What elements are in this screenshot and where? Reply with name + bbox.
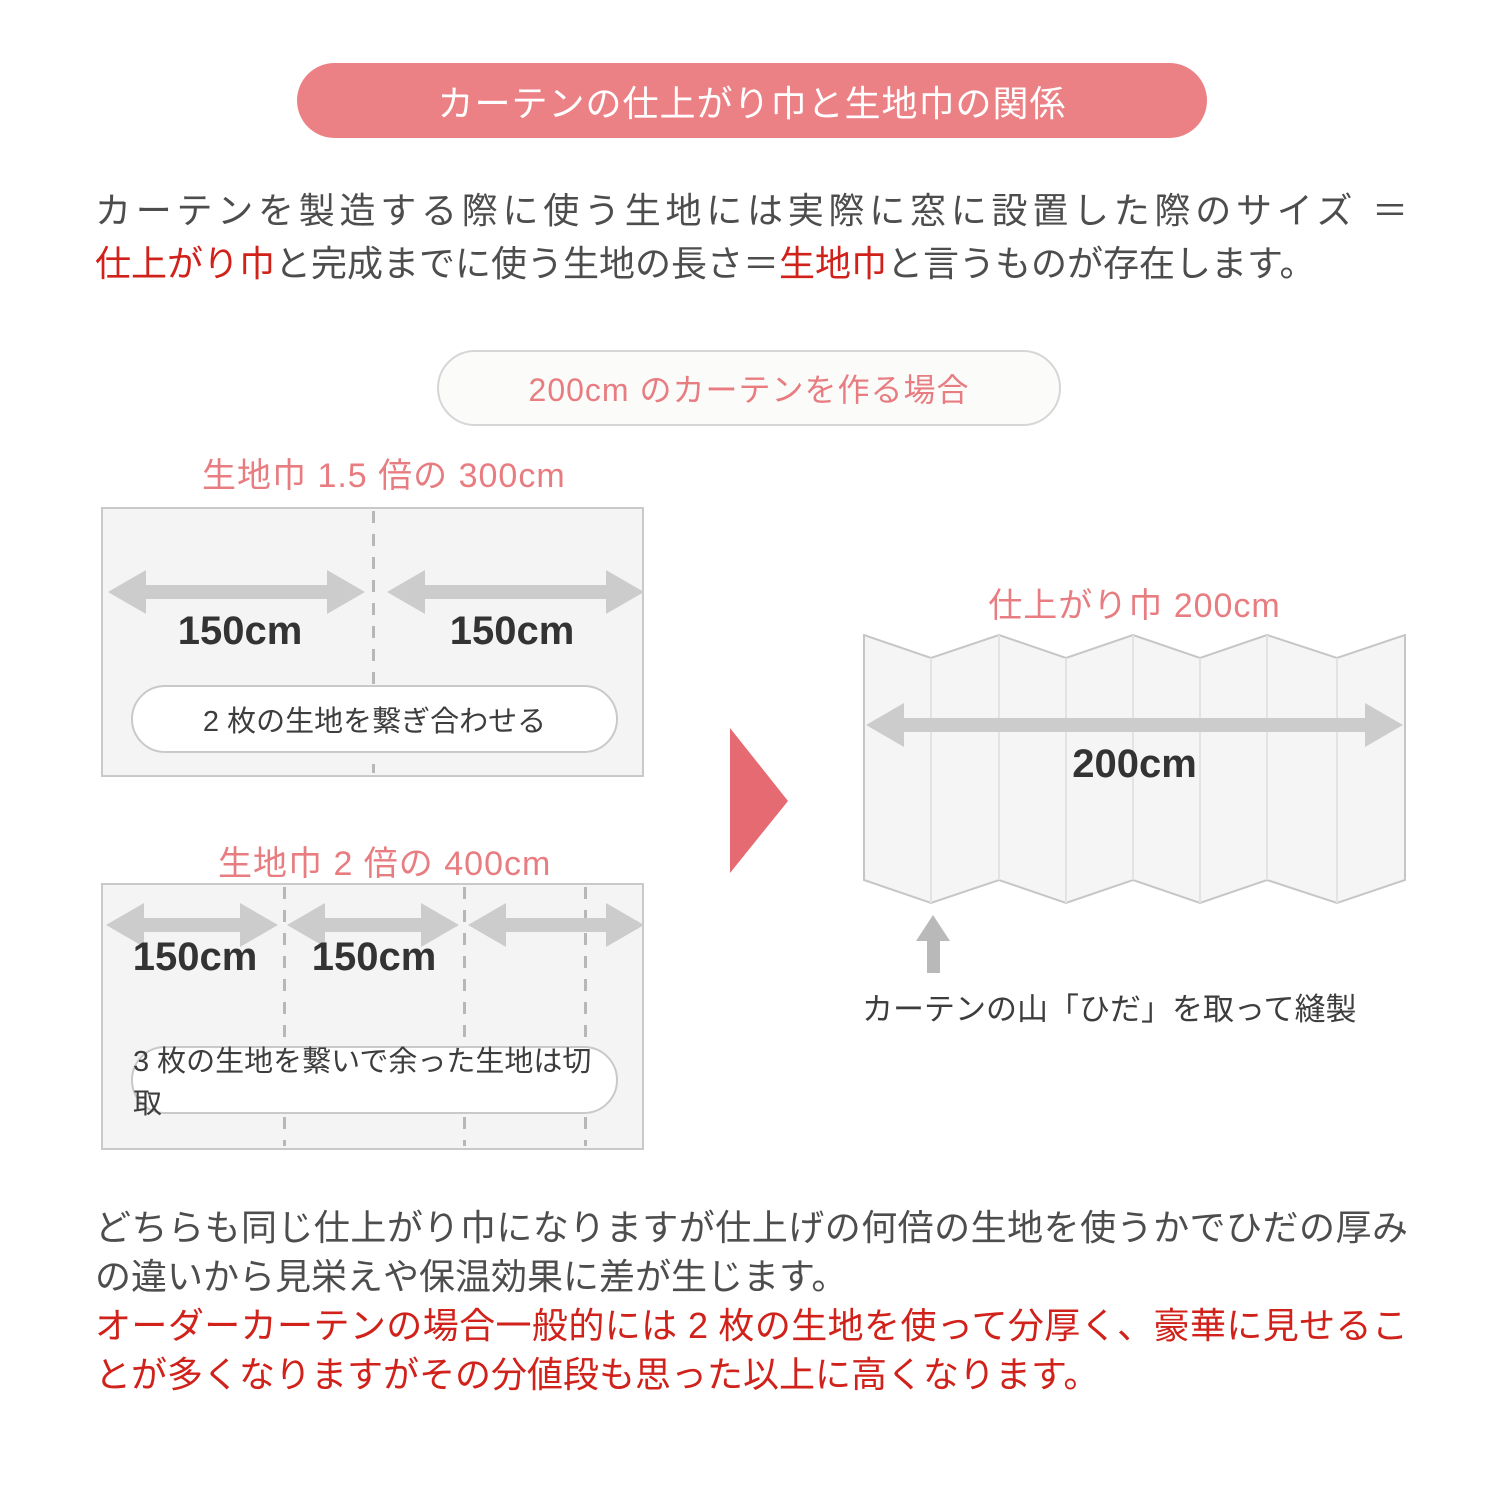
segment-width-label: 150cm — [132, 935, 258, 979]
intro-line-1: カーテンを製造する際に使う生地には実際に窓に設置した際のサイズ ＝ — [95, 190, 1408, 231]
pleated-curtain-illustration — [863, 634, 1406, 905]
fabric-option-a-note: 2 枚の生地を繋ぎ合わせる — [202, 706, 547, 738]
seam-dashed-line — [372, 511, 375, 773]
case-label-pill: 200cm のカーテンを作る場合 — [437, 350, 1061, 426]
footer-line-3: オーダーカーテンの場合一般的には 2 枚の生地を使って分厚く、豪華に見せるこ — [95, 1305, 1408, 1346]
fabric-option-a-diagram: 150cm 150cm 2 枚の生地を繋ぎ合わせる — [101, 507, 644, 777]
result-width-label: 200cm — [1072, 742, 1197, 786]
segment-width-label: 150cm — [311, 935, 437, 979]
term-fabric-width: 生地巾 — [779, 243, 888, 284]
fabric-option-b-note: 3 枚の生地を繋いで余った生地は切取 — [133, 1046, 592, 1120]
footer-line-4: とが多くなりますがその分値段も思った以上に高くなります。 — [95, 1354, 1100, 1395]
flow-arrow-icon — [730, 728, 788, 873]
width-arrow-icon — [468, 903, 644, 947]
footer-line-1: どちらも同じ仕上がり巾になりますが仕上げの何倍の生地を使うかでひだの厚み — [95, 1207, 1408, 1248]
result-caption: カーテンの山「ひだ」を取って縫製 — [862, 992, 1357, 1027]
intro-paragraph: カーテンを製造する際に使う生地には実際に窓に設置した際のサイズ ＝ 仕上がり巾と… — [95, 184, 1408, 290]
footer-paragraph: どちらも同じ仕上がり巾になりますが仕上げの何倍の生地を使うかでひだの厚み の違い… — [95, 1203, 1408, 1399]
footer-line-2: の違いから見栄えや保温効果に差が生じます。 — [95, 1256, 848, 1297]
seam-dashed-line — [463, 887, 466, 1146]
result-title: 仕上がり巾 200cm — [988, 587, 1281, 625]
pleat-pointer-arrow-icon — [916, 915, 950, 973]
page-title-banner: カーテンの仕上がり巾と生地巾の関係 — [297, 63, 1207, 138]
term-finished-width: 仕上がり巾 — [95, 243, 276, 284]
seam-dashed-line — [283, 887, 286, 1146]
fabric-option-b-diagram: 150cm 150cm 3 枚の生地を繋いで余った生地は切取 — [101, 883, 644, 1150]
width-arrow-icon — [108, 570, 365, 614]
intro-line-2-text-b: と言うものが存在します。 — [887, 243, 1316, 284]
page-title: カーテンの仕上がり巾と生地巾の関係 — [437, 82, 1067, 124]
segment-width-label: 150cm — [449, 609, 575, 653]
fabric-option-b-title: 生地巾 2 倍の 400cm — [218, 845, 552, 883]
intro-line-2-text-a: と完成までに使う生地の長さ＝ — [275, 243, 780, 284]
cut-dashed-line — [584, 887, 587, 1146]
case-label: 200cm のカーテンを作る場合 — [528, 372, 970, 408]
segment-width-label: 150cm — [177, 609, 303, 653]
width-arrow-icon — [387, 570, 644, 614]
width-arrow-icon — [287, 903, 459, 947]
intro-line-2: 仕上がり巾と完成までに使う生地の長さ＝生地巾と言うものが存在します。 — [95, 237, 1408, 290]
fabric-option-a-note-pill: 2 枚の生地を繋ぎ合わせる — [131, 685, 618, 753]
width-arrow-icon — [106, 903, 278, 947]
fabric-option-b-note-pill: 3 枚の生地を繋いで余った生地は切取 — [131, 1046, 618, 1120]
width-arrow-icon — [866, 703, 1403, 747]
fabric-option-a-title: 生地巾 1.5 倍の 300cm — [202, 457, 566, 495]
